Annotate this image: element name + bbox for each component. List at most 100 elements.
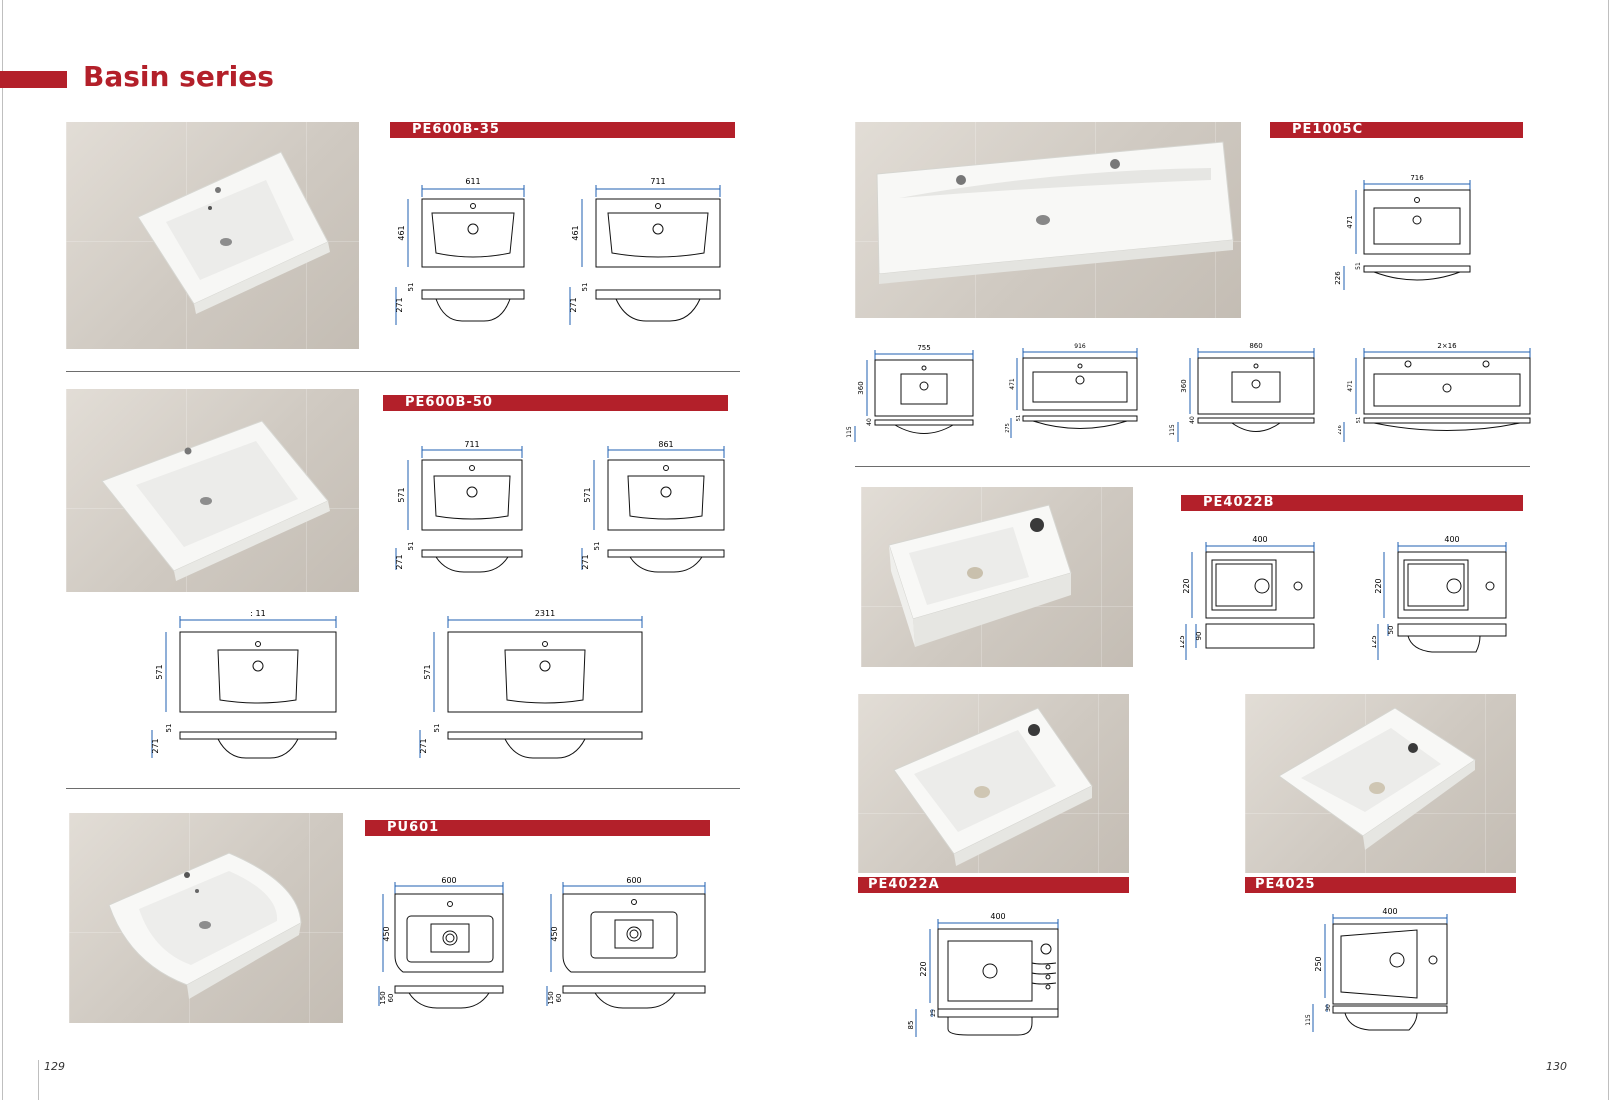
dim-width-label: 755	[917, 344, 930, 352]
dim-depth-label: 571	[583, 487, 592, 502]
header-accent-bar	[0, 71, 67, 88]
dim-width-label: 400	[1444, 536, 1459, 544]
dim-height-label: 115	[846, 426, 853, 438]
dim-height-label: 85	[908, 1021, 915, 1030]
dim-width-label: 711	[464, 440, 479, 449]
dim-height-label: 115	[1169, 424, 1176, 436]
dim-rim-label: 51	[1356, 417, 1362, 423]
dim-depth-label: 360	[1180, 379, 1188, 392]
product-photo-pe4025	[1245, 694, 1516, 873]
footer-left-tick	[38, 1060, 39, 1100]
product-photo-pe4022a	[858, 694, 1129, 873]
dim-height-label: 271	[395, 297, 404, 312]
model-label-pe1005c: PE1005C	[1270, 122, 1523, 138]
dim-width-label: 861	[658, 440, 673, 449]
dim-rim-label: 51	[581, 283, 589, 292]
dim-depth-label: 250	[1314, 956, 1323, 971]
dim-width-label: 600	[626, 876, 641, 885]
dim-depth-label: 571	[423, 664, 432, 679]
drawing-pe1005c-916: 916 471 51 275	[1005, 343, 1138, 438]
dim-depth-label: 461	[571, 225, 580, 240]
model-label-pe600b-35: PE600B-35	[390, 122, 735, 138]
dim-height-label: 271	[419, 738, 428, 753]
model-label-pe4022b: PE4022B	[1181, 495, 1523, 511]
dim-rim-label: 40	[866, 418, 873, 426]
page-number-left: 129	[44, 1060, 65, 1073]
dim-rim-label: 90	[1195, 632, 1203, 641]
dim-rim-label: 60	[555, 994, 563, 1003]
dim-depth-label: 471	[1009, 378, 1016, 390]
dim-rim-label: 51	[593, 542, 601, 551]
dim-height-label: 271	[151, 738, 160, 753]
model-label-pe600b-50: PE600B-50	[383, 395, 728, 411]
drawing-pe600b-50-d: 2311 571 51 271	[419, 609, 643, 759]
drawing-pe4022b-b: 400 220 50 125	[1372, 536, 1507, 660]
product-photo-pu601	[69, 813, 343, 1023]
dim-depth-label: 461	[397, 225, 406, 240]
drawing-pe600b-35-b: 711 461 51 271	[569, 177, 721, 325]
drawing-pe1005c-755: 755 360 40 115	[846, 344, 974, 442]
dim-width-label: 860	[1249, 342, 1262, 350]
dim-rim-label: 51	[1355, 262, 1362, 270]
page-title: Basin series	[83, 60, 274, 93]
dim-height-label: 150	[379, 991, 387, 1004]
dim-height-label: 226	[1338, 425, 1343, 435]
dim-width-label: 711	[650, 177, 665, 186]
drawing-pu601-b: 600 450 150 60	[546, 876, 706, 1009]
dim-rim-label: 40	[1189, 416, 1196, 424]
dim-rim-label: 51	[407, 542, 415, 551]
dim-rim-label: 51	[1016, 415, 1022, 421]
dim-width-label: : 11	[250, 609, 265, 618]
model-label-pe4025: PE4025	[1245, 877, 1516, 893]
dim-depth-label: 571	[155, 664, 164, 679]
drawing-pe1005c-2x16: 2×16 471 51 226	[1338, 342, 1531, 442]
dim-depth-label: 220	[919, 961, 928, 976]
drawing-pu601-a: 600 450 150 60	[378, 876, 504, 1009]
model-label-pe4022a: PE4022A	[858, 877, 1129, 893]
dim-depth-label: 450	[382, 926, 391, 941]
left-page-edge	[2, 0, 3, 1100]
drawing-pe1005c-860: 860 360 40 115	[1169, 342, 1315, 442]
drawing-pe600b-50-c: : 11 571 51 271	[151, 609, 337, 759]
dim-rim-label: 50	[1387, 626, 1395, 635]
dim-height-label: 271	[569, 297, 578, 312]
dim-width-label: 400	[1382, 908, 1397, 916]
section-divider	[66, 788, 740, 789]
dim-rim-label: 30	[1325, 1004, 1332, 1012]
dim-depth-label: 471	[1346, 215, 1354, 228]
dim-height-label: 125	[1180, 635, 1186, 648]
dim-depth-label: 471	[1347, 380, 1354, 392]
product-photo-pe600b-50	[66, 389, 359, 592]
dim-width-label: 400	[1252, 536, 1267, 544]
drawing-pe600b-50-b: 861 571 51 271	[581, 440, 725, 573]
right-page-edge	[1608, 0, 1609, 1100]
dim-depth-label: 360	[857, 381, 865, 394]
drawing-pe600b-35-a: 611 461 51 271	[395, 177, 525, 325]
drawing-pe600b-50-a: 711 571 51 271	[395, 440, 523, 573]
dim-rim-label: 60	[387, 994, 395, 1003]
page-number-right: 130	[1546, 1060, 1567, 1073]
dim-depth-label: 220	[1374, 578, 1383, 593]
drawing-pe4025: 400 250 30 115	[1305, 908, 1448, 1032]
dim-width-label: 611	[465, 177, 480, 186]
dim-width-label: 400	[990, 913, 1005, 921]
dim-height-label: 150	[547, 991, 555, 1004]
section-divider	[855, 466, 1530, 467]
drawing-pe4022a: 400 220 25 85	[908, 913, 1059, 1037]
section-divider	[66, 371, 740, 372]
dim-height-label: 125	[1372, 635, 1378, 648]
product-photo-pe600b-35	[66, 122, 359, 349]
dim-rim-label: 51	[407, 283, 415, 292]
dim-height-label: 275	[1005, 423, 1011, 433]
dim-width-label: 600	[441, 876, 456, 885]
dim-rim-label: 25	[930, 1009, 937, 1017]
dim-height-label: 271	[395, 554, 404, 569]
dim-depth-label: 571	[397, 487, 406, 502]
dim-width-label: 716	[1410, 174, 1424, 182]
dim-height-label: 271	[581, 554, 590, 569]
dim-width-label: 2×16	[1437, 342, 1457, 350]
dim-width-label: 2311	[535, 609, 555, 618]
model-label-pu601: PU601	[365, 820, 710, 836]
drawing-pe4022b-a: 400 220 90 125	[1180, 536, 1315, 660]
product-photo-pe4022b	[861, 487, 1133, 667]
